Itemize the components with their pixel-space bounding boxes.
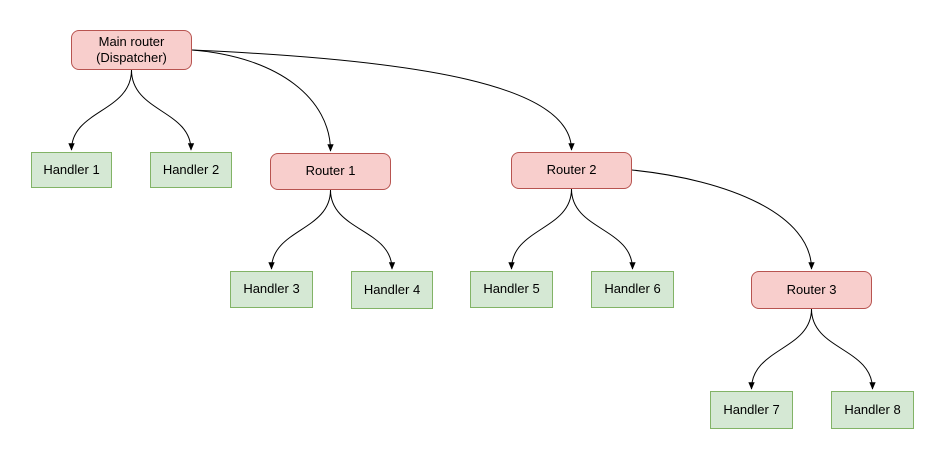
node-handler-5-label: Handler 5: [483, 281, 540, 297]
node-router-2-label: Router 2: [546, 162, 597, 178]
edge-main-to-handler1: [68, 69, 132, 151]
node-handler-4-label: Handler 4: [363, 281, 421, 297]
edge-router2-to-handler6: [571, 188, 636, 270]
edge-router3-to-handler7: [748, 308, 812, 390]
node-handler-3-label: Handler 3: [243, 281, 300, 297]
node-router-3: Router 3: [751, 271, 872, 309]
node-handler-7: Handler 7: [710, 391, 793, 429]
node-router-1: Router 1: [270, 153, 391, 190]
node-main-router-label: Main router (Dispatcher): [96, 33, 167, 65]
edge-main-to-router2: [191, 49, 575, 151]
node-handler-7-label: Handler 7: [723, 401, 780, 417]
node-handler-8-label: Handler 8: [844, 401, 901, 417]
edge-router3-to-handler8: [811, 308, 876, 390]
edge-main-to-handler2: [131, 69, 195, 151]
edge-router1-to-handler4: [330, 189, 396, 270]
node-handler-3: Handler 3: [230, 271, 313, 308]
node-handler-1-label: Handler 1: [43, 161, 100, 177]
node-handler-6: Handler 6: [591, 271, 674, 308]
node-handler-6-label: Handler 6: [604, 281, 661, 297]
edge-router2-to-handler5: [508, 188, 572, 270]
node-main-router: Main router (Dispatcher): [71, 30, 192, 70]
edge-main-to-router1: [191, 49, 334, 152]
node-router-3-label: Router 3: [786, 281, 837, 297]
node-handler-8: Handler 8: [831, 391, 914, 429]
node-handler-2: Handler 2: [150, 152, 232, 188]
node-handler-2-label: Handler 2: [162, 161, 220, 177]
node-router-2: Router 2: [511, 152, 632, 189]
node-router-1-label: Router 1: [305, 163, 356, 179]
edge-router1-to-handler3: [268, 189, 331, 270]
edge-router2-to-router3: [631, 169, 815, 270]
node-handler-1: Handler 1: [31, 152, 112, 188]
node-handler-4: Handler 4: [351, 271, 433, 309]
node-handler-5: Handler 5: [470, 271, 553, 308]
